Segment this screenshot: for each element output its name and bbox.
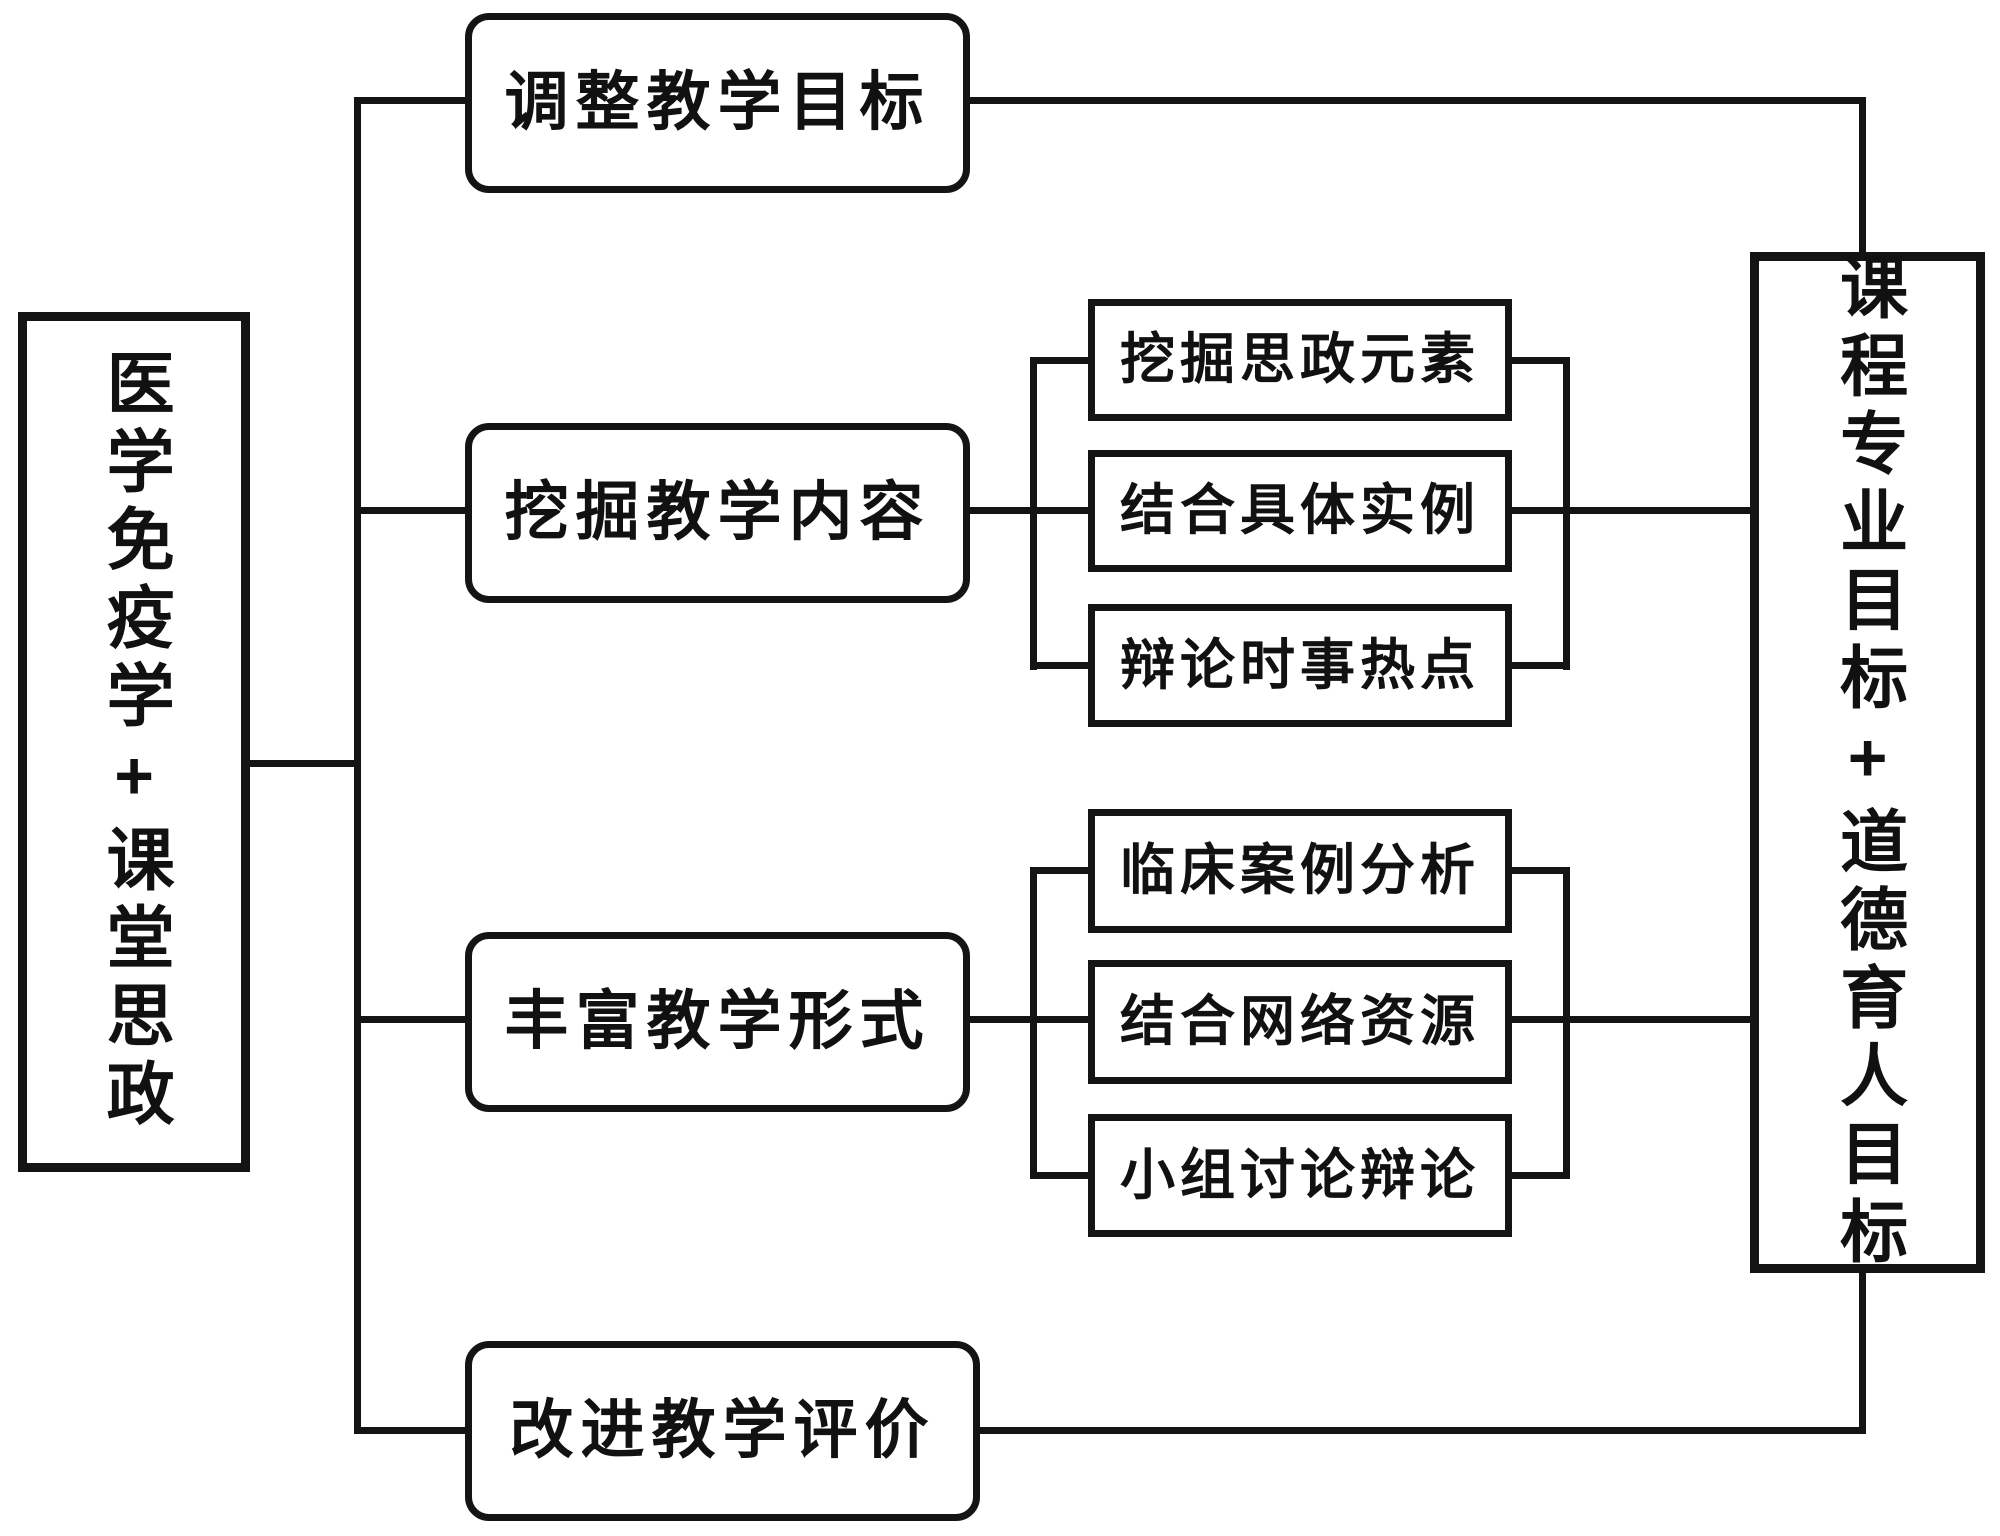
group1-collector-stub2 [1508, 507, 1568, 514]
source-box: 医学免疫学+课堂思政 [18, 312, 250, 1172]
group1-to-goal-line [1563, 507, 1755, 514]
step-label: 调整教学目标 [504, 66, 931, 139]
branch-line-step4 [354, 1427, 469, 1434]
step-label: 丰富教学形式 [504, 985, 931, 1058]
step2-out-line [967, 507, 1037, 514]
leaf-box-ideological-elements: 挖掘思政元素 [1088, 299, 1512, 421]
leaf-label: 结合具体实例 [1119, 479, 1480, 542]
group1-stub-leaf2 [1030, 507, 1092, 514]
leaf-label: 小组讨论辩论 [1119, 1143, 1480, 1206]
group2-distributor-vertical [1030, 867, 1037, 1179]
step-box-improve-evaluation: 改进教学评价 [465, 1341, 980, 1521]
group1-collector-stub1 [1508, 357, 1568, 364]
group2-collector-stub1 [1508, 867, 1568, 874]
source-box-label: 医学免疫学+课堂思政 [96, 348, 173, 1136]
leaf-box-concrete-examples: 结合具体实例 [1088, 450, 1512, 572]
group2-stub-leaf1 [1030, 867, 1092, 874]
group2-stub-leaf2 [1030, 1016, 1092, 1023]
leaf-box-clinical-case-analysis: 临床案例分析 [1088, 809, 1512, 933]
step-box-mine-content: 挖掘教学内容 [465, 423, 970, 603]
step-label: 改进教学评价 [509, 1394, 936, 1467]
leaf-label: 挖掘思政元素 [1119, 328, 1480, 391]
group1-collector-stub3 [1508, 662, 1568, 669]
leaf-box-network-resources: 结合网络资源 [1088, 960, 1512, 1084]
step4-to-goal-horizontal-line [975, 1427, 1866, 1434]
group1-stub-leaf1 [1030, 357, 1092, 364]
branch-line-step2 [354, 507, 469, 514]
goal-box-label: 课程专业目标+道德育人目标 [1829, 251, 1906, 1274]
step-box-adjust-objectives: 调整教学目标 [465, 13, 970, 193]
branch-line-step1 [354, 97, 469, 104]
step1-to-goal-horizontal-line [965, 97, 1866, 104]
group2-collector-stub2 [1508, 1016, 1568, 1023]
step3-out-line [967, 1016, 1037, 1023]
leaf-box-debate-current-events: 辩论时事热点 [1088, 604, 1512, 727]
leaf-box-group-discussion-debate: 小组讨论辩论 [1088, 1114, 1512, 1237]
root-to-trunk-line [248, 760, 358, 767]
goal-bottom-vertical-stub [1859, 1273, 1866, 1434]
leaf-label: 结合网络资源 [1119, 990, 1480, 1053]
group2-to-goal-line [1563, 1016, 1755, 1023]
leaf-label: 临床案例分析 [1119, 839, 1480, 902]
goal-box: 课程专业目标+道德育人目标 [1750, 251, 1985, 1274]
goal-top-vertical-stub [1859, 97, 1866, 257]
leaf-label: 辩论时事热点 [1119, 633, 1480, 696]
step-label: 挖掘教学内容 [504, 476, 931, 549]
group2-collector-stub3 [1508, 1172, 1568, 1179]
group1-stub-leaf3 [1030, 662, 1092, 669]
group2-stub-leaf3 [1030, 1172, 1092, 1179]
group2-collector-vertical [1563, 867, 1570, 1179]
step-box-enrich-forms: 丰富教学形式 [465, 932, 970, 1112]
branch-line-step3 [354, 1016, 469, 1023]
